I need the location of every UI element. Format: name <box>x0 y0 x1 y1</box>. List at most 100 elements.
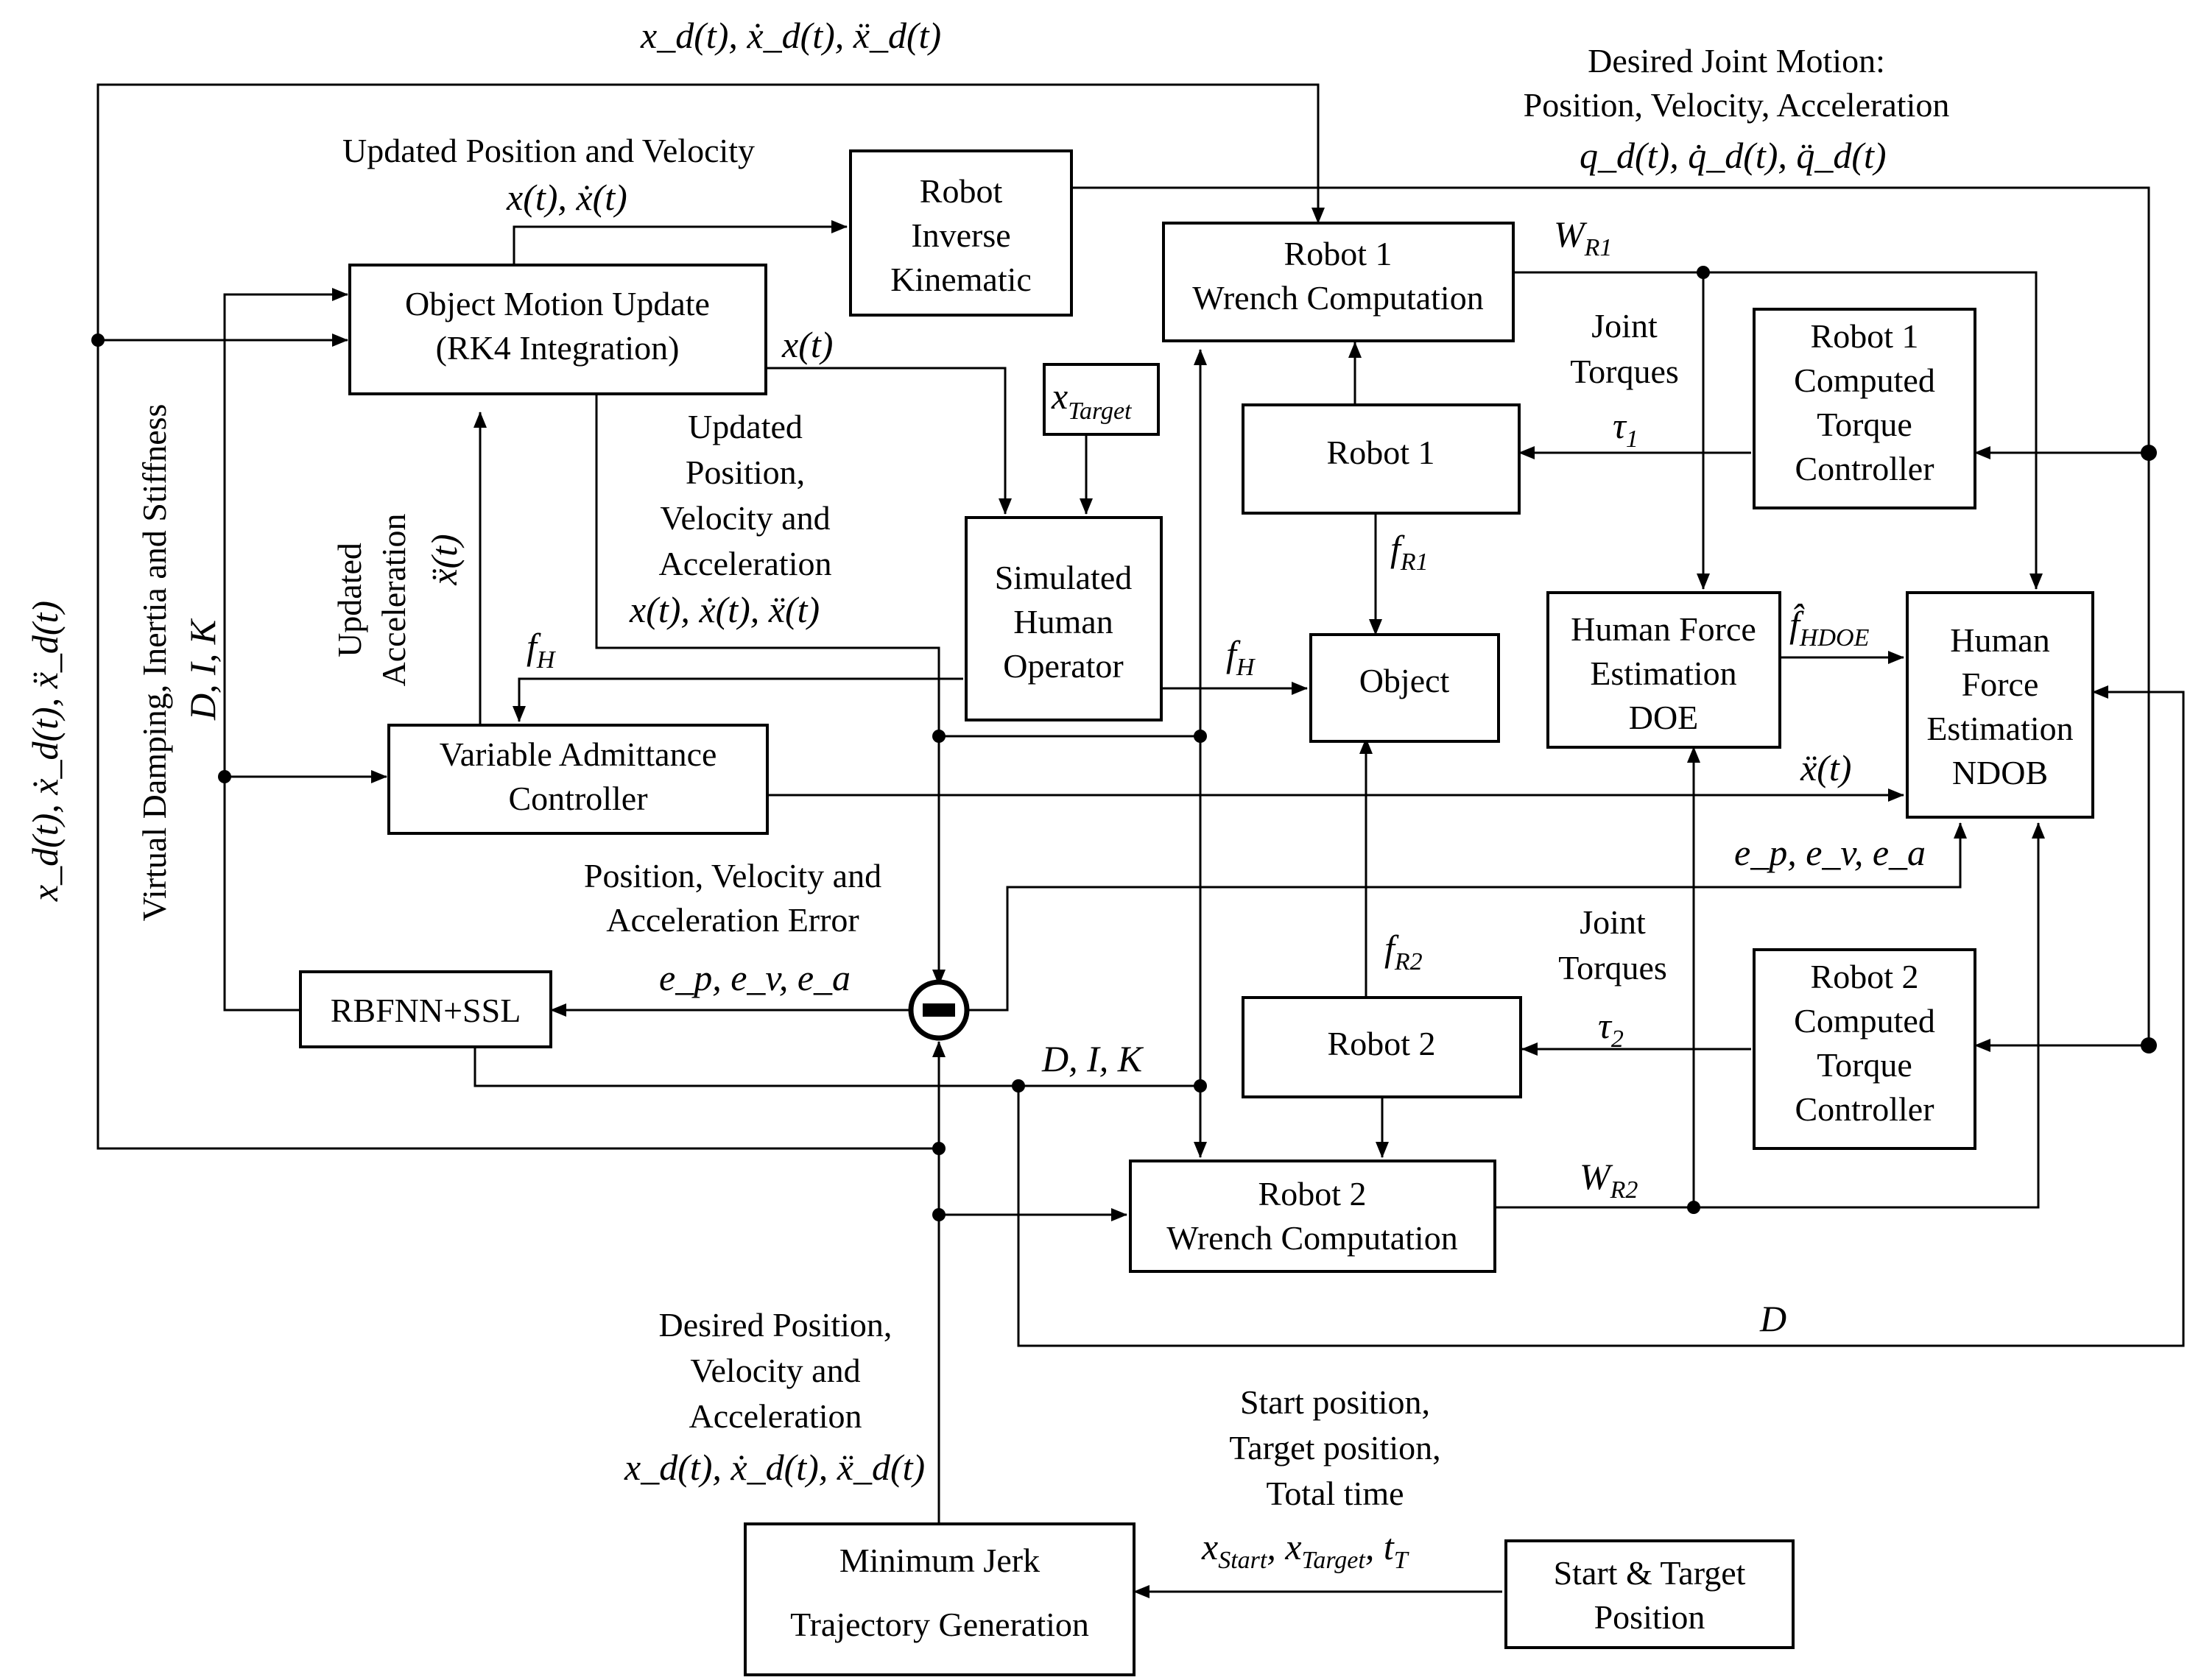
label-x-t: x(t) <box>781 324 833 365</box>
label-epva-right: e_p, e_v, e_a <box>1734 832 1926 873</box>
block-label: Controller <box>1795 450 1934 487</box>
block-label: NDOB <box>1952 754 2048 791</box>
label-start-target-total: Total time <box>1266 1475 1404 1512</box>
block-human-force-estimation-doe: Human Force Estimation DOE <box>1546 591 1781 749</box>
label-xd-bottom: x_d(t), ẋ_d(t), ẍ_d(t) <box>624 1447 925 1488</box>
label-desired-pva: Acceleration <box>689 1397 862 1435</box>
block-label: Object <box>1359 662 1450 699</box>
x-target-symbol: xTarget <box>1051 375 1133 425</box>
block-label: Minimum Jerk <box>839 1542 1040 1579</box>
label-tau2: τ2 <box>1598 1005 1624 1053</box>
label-xddot-right: ẍ(t) <box>1800 747 1851 788</box>
label-desired-pva: Desired Position, <box>659 1306 892 1344</box>
label-fr1: fR1 <box>1390 528 1429 576</box>
block-start-target-position: Start & Target Position <box>1504 1539 1795 1649</box>
label-joint-torques-2: Torques <box>1558 949 1667 987</box>
label-updated-pva: Position, <box>686 453 805 491</box>
wire-wr2 <box>1495 822 2045 1209</box>
junction-dot <box>91 333 105 347</box>
label-start-target-total: Target position, <box>1229 1429 1440 1467</box>
block-label: Start & Target <box>1554 1554 1746 1592</box>
block-label: Wrench Computation <box>1166 1219 1457 1257</box>
block-label: Trajectory Generation <box>790 1606 1089 1643</box>
label-desired-joint: Desired Joint Motion: <box>1588 42 1885 80</box>
junction-dot <box>1194 730 1207 743</box>
block-label: Object Motion Update <box>405 285 710 322</box>
wire-ik-to-right-bus <box>1071 186 2150 1045</box>
block-label: Human <box>1013 603 1113 640</box>
block-label: Inverse <box>911 216 1010 254</box>
junction-dot <box>218 770 231 783</box>
block-label: Force <box>1962 666 2039 703</box>
junction-dot <box>1194 1079 1207 1093</box>
wire-xxdot-to-ik <box>513 220 848 264</box>
block-label: Computed <box>1794 361 1935 399</box>
block-label: Controller <box>1795 1090 1934 1128</box>
label-virtual-dis: Virtual Damping, Inertia and Stiffness <box>135 404 173 922</box>
block-label: Robot 2 <box>1258 1175 1367 1213</box>
signal-labels: x_d(t), ẋ_d(t), ẍ_d(t) Desired Joint Mot… <box>24 15 1949 1574</box>
wire-updated-to-sum <box>595 394 946 986</box>
label-x-xdot-xddot: x(t), ẋ(t), ẍ(t) <box>629 589 820 630</box>
summing-junction <box>908 979 970 1041</box>
wire-fh-to-vac <box>513 677 963 722</box>
block-label: Robot <box>920 172 1003 210</box>
block-human-force-estimation-ndob: Human Force Estimation NDOB <box>1906 591 2094 819</box>
block-robot-inverse-kinematic: Robot Inverse Kinematic <box>849 149 1073 317</box>
label-wr2: WR2 <box>1580 1156 1638 1204</box>
block-label: Human <box>1950 621 2049 659</box>
wire-rbfnn-to-vac <box>223 288 348 1012</box>
block-label: Torque <box>1817 406 1912 443</box>
label-updated-pos-vel: Updated Position and Velocity <box>342 132 755 169</box>
label-dik: D, I, K <box>1041 1038 1144 1079</box>
block-robot2: Robot 2 <box>1242 996 1522 1098</box>
junction-dot <box>2141 1037 2157 1053</box>
label-pva-error: Position, Velocity and <box>584 857 881 894</box>
wire-left-bus-bottom <box>96 600 945 1150</box>
wire-wr1 <box>1513 271 2043 590</box>
block-label: Position <box>1594 1598 1705 1636</box>
label-updated-pva: Velocity and <box>660 499 830 537</box>
junction-dot <box>932 1142 946 1155</box>
label-desired-joint: Position, Velocity, Acceleration <box>1524 86 1950 124</box>
block-label: Robot 2 <box>1328 1025 1436 1062</box>
label-joint-torques-1: Torques <box>1570 353 1679 390</box>
block-label: Torque <box>1817 1046 1912 1084</box>
wire-dik <box>473 1045 1200 1087</box>
label-wr1: WR1 <box>1554 213 1612 261</box>
junction-dot <box>1012 1079 1025 1093</box>
block-robot1-computed-torque-controller: Robot 1 Computed Torque Controller <box>1753 308 1976 509</box>
block-label: Wrench Computation <box>1192 279 1483 317</box>
label-joint-torques-2: Joint <box>1580 903 1646 941</box>
block-minimum-jerk-trajectory: Minimum Jerk Trajectory Generation <box>744 1522 1136 1676</box>
label-x-xdot: x(t), ẋ(t) <box>506 177 627 218</box>
block-simulated-human-operator: Simulated Human Operator <box>965 516 1163 721</box>
block-label: Robot 1 <box>1811 317 1919 355</box>
wire-error-to-ndob <box>961 822 1967 1012</box>
label-epva-left: e_p, e_v, e_a <box>659 957 851 998</box>
block-variable-admittance-controller: Variable Admittance Controller <box>387 724 769 835</box>
label-d-bottom: D <box>1759 1298 1786 1339</box>
minus-sign-icon <box>923 1003 955 1017</box>
block-label: RBFNN+SSL <box>331 992 521 1029</box>
block-label: Robot 1 <box>1284 235 1393 272</box>
label-qd: q_d(t), q̇_d(t), q̈_d(t) <box>1580 135 1887 176</box>
block-label: Estimation <box>1590 654 1736 692</box>
junction-dot <box>932 1208 946 1221</box>
label-fh-right: fH <box>1226 633 1256 681</box>
label-desired-pva: Velocity and <box>690 1352 860 1389</box>
label-fhat-hdoe: f̂HDOE <box>1789 603 1870 652</box>
signal-wires <box>96 83 2185 1598</box>
block-robot2-wrench-computation: Robot 2 Wrench Computation <box>1129 1160 1496 1273</box>
block-object-motion-update: Object Motion Update (RK4 Integration) <box>348 264 767 395</box>
label-updated-pva: Updated <box>688 408 803 445</box>
block-x-target: xTarget <box>1043 363 1160 436</box>
block-rbfnn-ssl: RBFNN+SSL <box>299 970 552 1048</box>
label-start-target-tt: xStart, xTarget, tT <box>1201 1526 1409 1574</box>
block-label: Kinematic <box>890 261 1032 298</box>
label-tau1: τ1 <box>1613 405 1638 453</box>
label-updated-pva: Acceleration <box>659 545 832 582</box>
label-left-xd: x_d(t), ẋ_d(t), ẍ_d(t) <box>24 601 66 902</box>
block-robot1: Robot 1 <box>1242 403 1521 515</box>
